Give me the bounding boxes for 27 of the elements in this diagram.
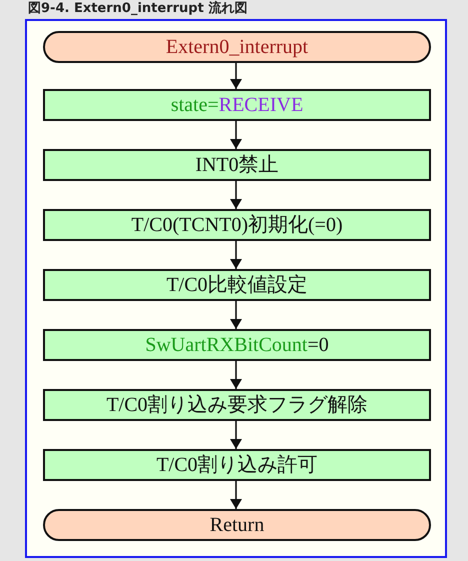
- node-label: T/C0比較値設定: [166, 274, 308, 296]
- node-label: state=RECEIVE: [170, 94, 304, 116]
- terminal-shape: [43, 31, 431, 63]
- process-box: [43, 209, 431, 241]
- arrow: [230, 421, 242, 449]
- process-box: [43, 89, 431, 121]
- arrow: [230, 63, 242, 89]
- diagram-title: 図9-4. Extern0_interrupt 流れ図: [28, 1, 248, 17]
- process-box: [43, 389, 431, 421]
- node-label: INT0禁止: [195, 154, 279, 176]
- arrow: [230, 481, 242, 509]
- node-label: Extern0_interrupt: [166, 36, 308, 58]
- process-box: [43, 269, 431, 301]
- node-label: T/C0(TCNT0)初期化(=0): [131, 214, 343, 236]
- node-label: T/C0割り込み許可: [156, 454, 318, 476]
- arrow: [230, 361, 242, 389]
- node-label: Return: [210, 514, 264, 536]
- process-box: [43, 149, 431, 181]
- arrow: [230, 301, 242, 329]
- terminal-shape: [43, 509, 431, 541]
- arrow: [230, 121, 242, 149]
- process-box: [43, 329, 431, 361]
- node-label: T/C0割り込み要求フラグ解除: [106, 394, 368, 416]
- process-box: [43, 449, 431, 481]
- arrow: [230, 181, 242, 209]
- node-label: SwUartRXBitCount=0: [145, 334, 329, 356]
- arrow: [230, 241, 242, 269]
